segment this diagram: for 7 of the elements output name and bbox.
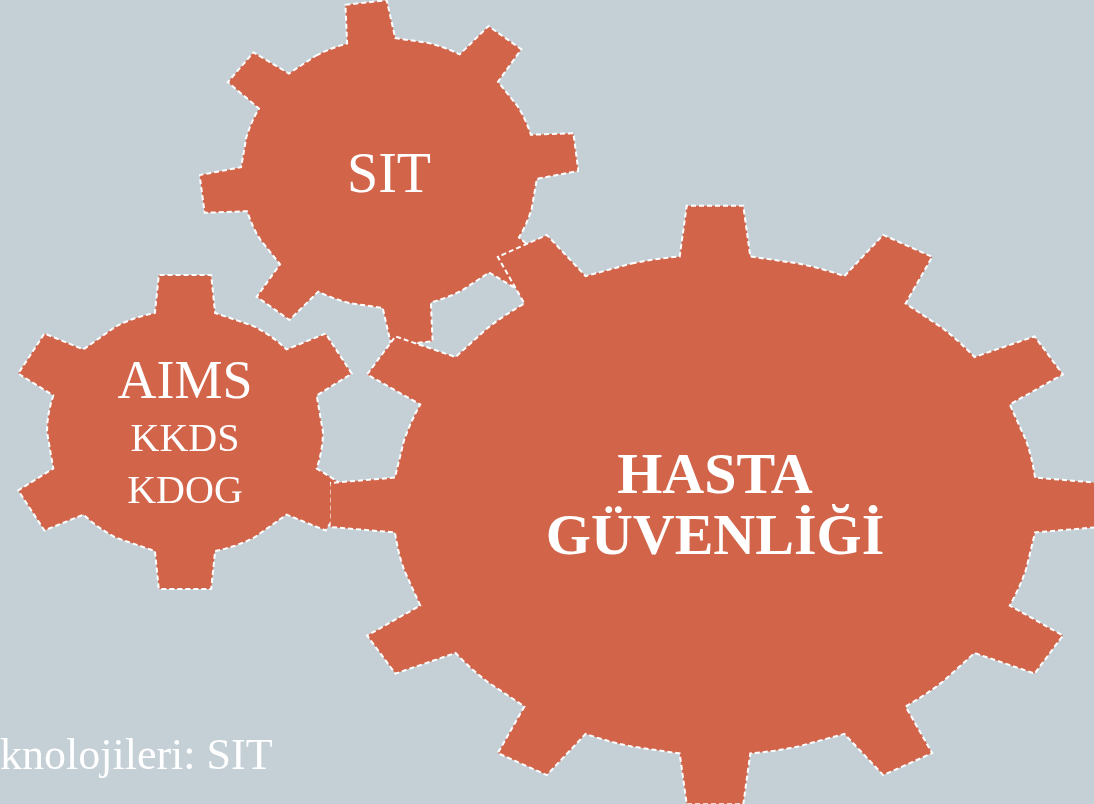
caption-text: knolojileri: SIT <box>0 733 273 777</box>
gear-label: AIMS <box>117 348 253 412</box>
gear-label: KDOG <box>127 466 243 515</box>
gear-label: KKDS <box>130 414 240 463</box>
gear-shape <box>199 0 579 346</box>
gear-label: HASTA GÜVENLİĞİ <box>544 444 886 566</box>
gear-label: SIT <box>347 141 431 206</box>
